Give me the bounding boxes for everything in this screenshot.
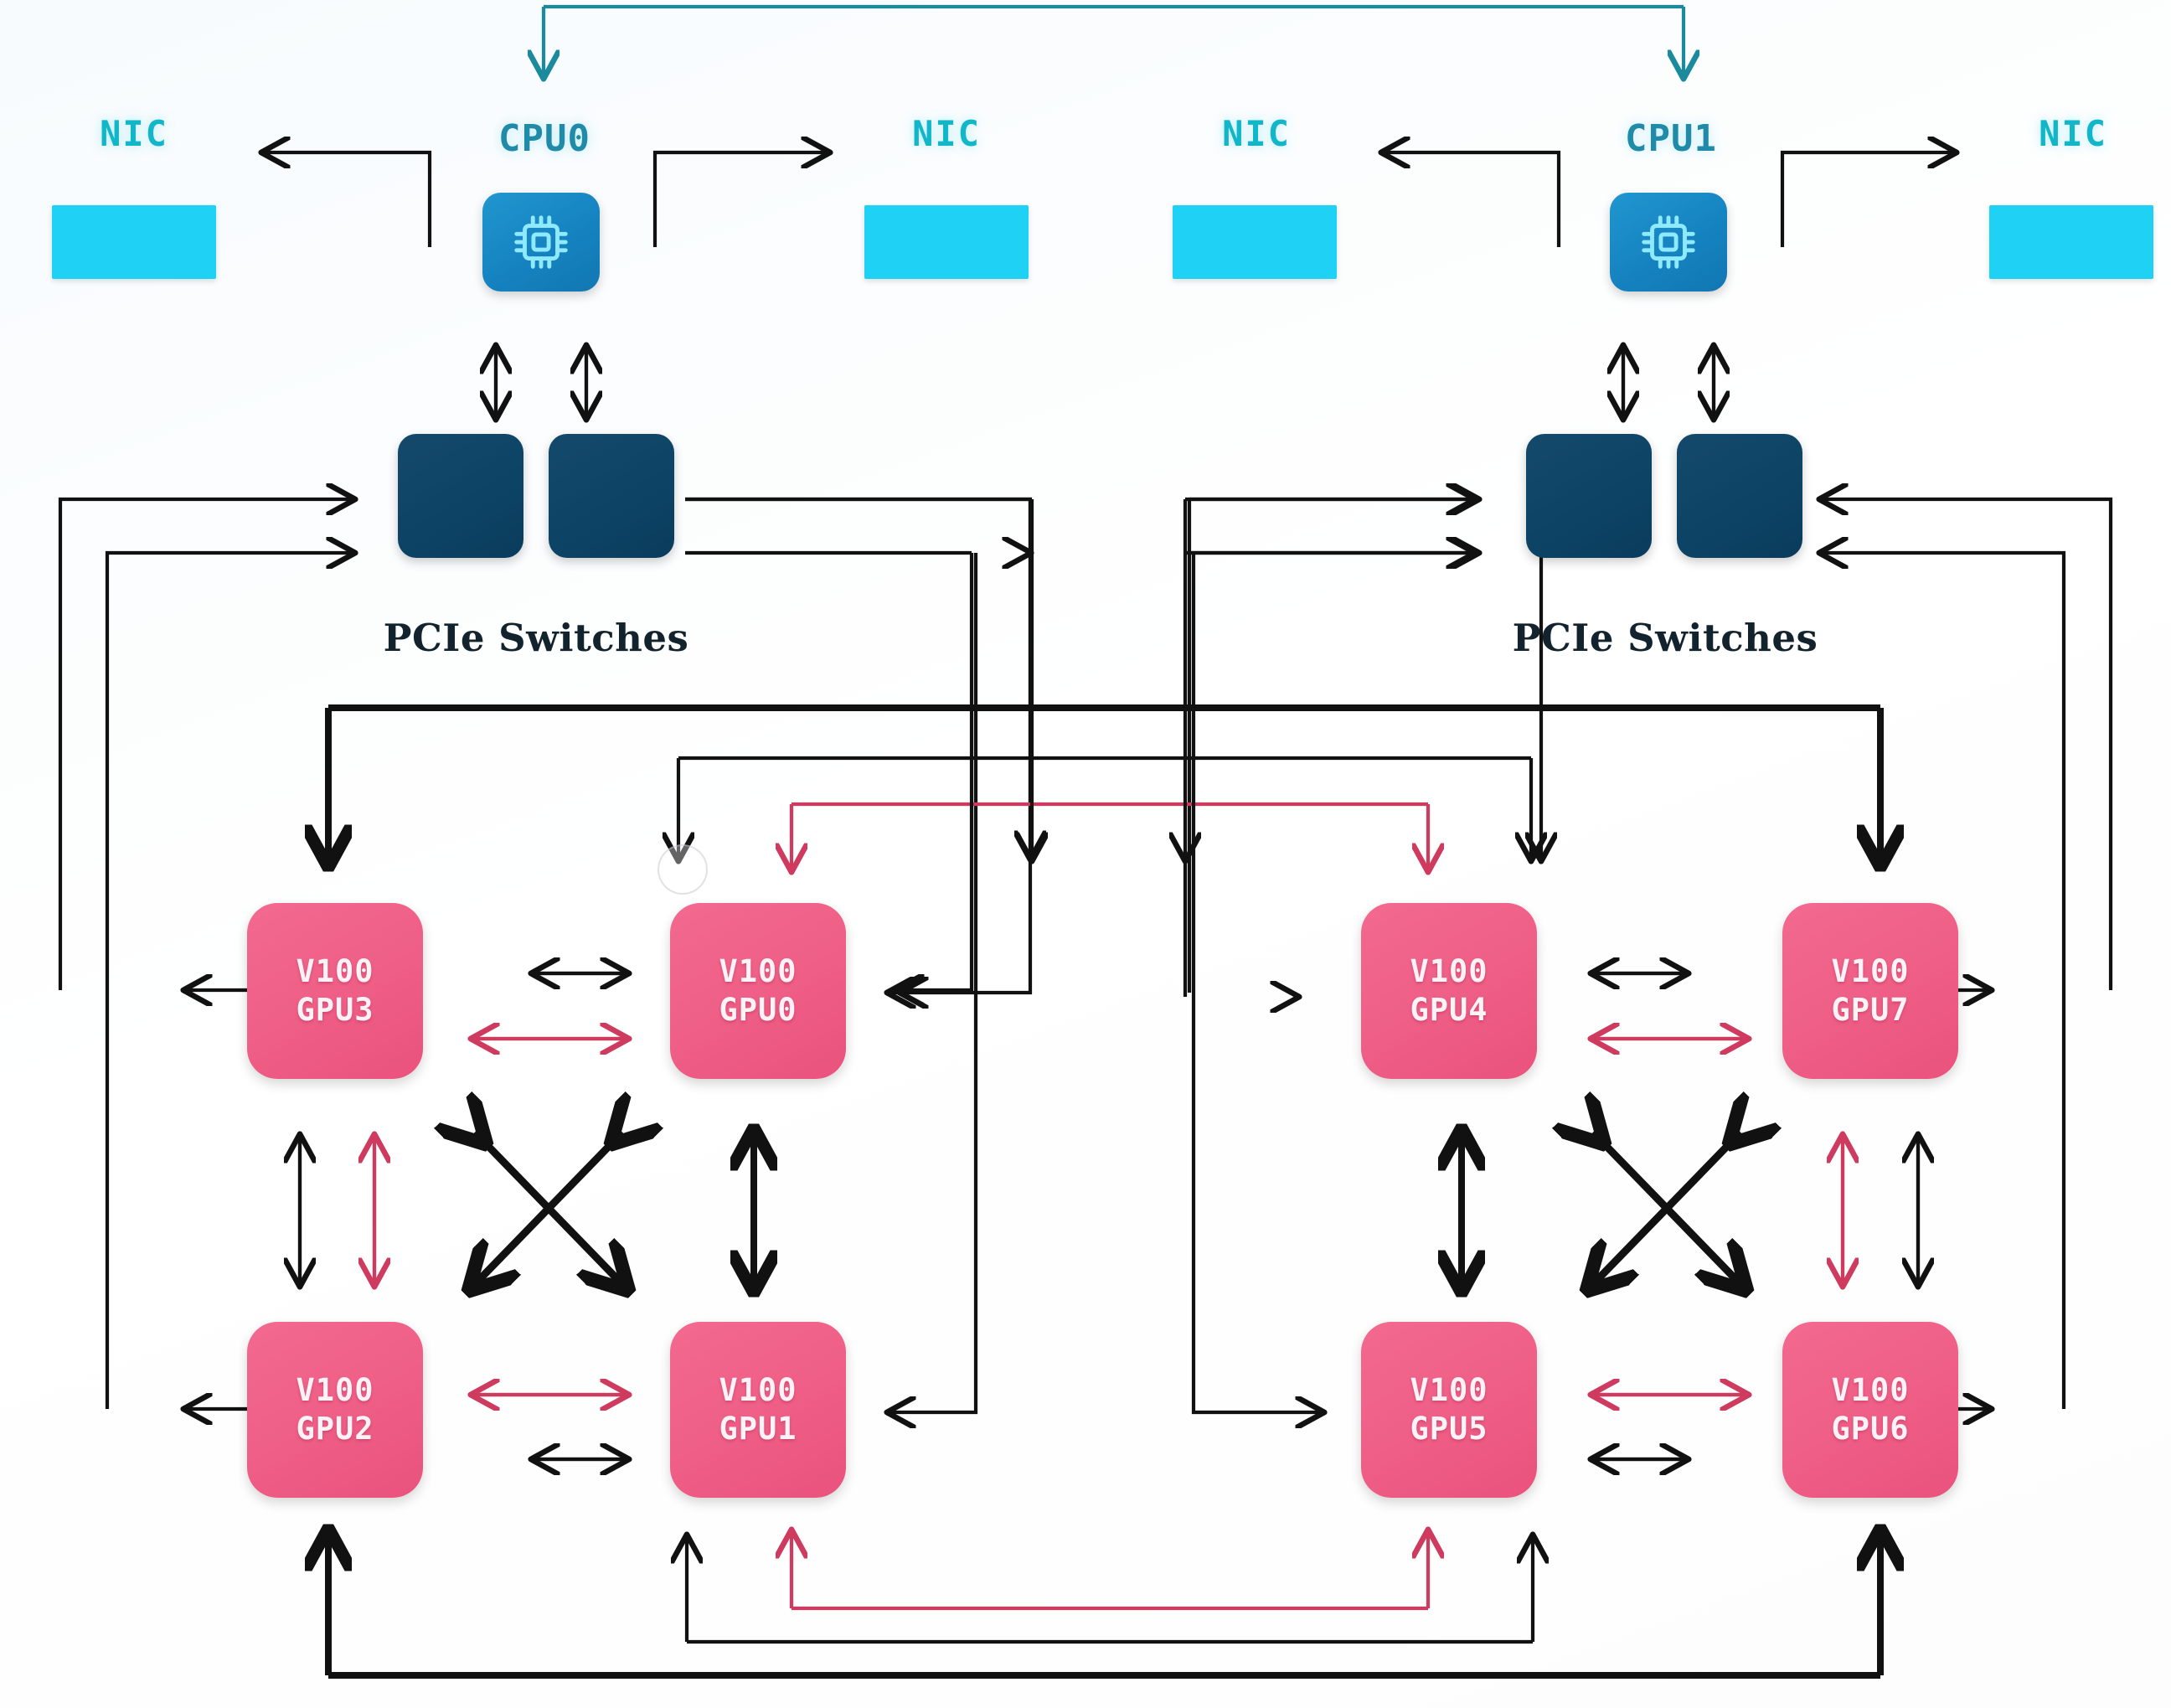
gpu-model: V100 [1410, 1371, 1488, 1408]
gpu-name: GPU3 [296, 992, 374, 1028]
cpu0-to-nic-left [266, 152, 432, 247]
gpu-box-gpu1[interactable]: V100 GPU1 [670, 1322, 846, 1498]
nic-box-2[interactable] [1173, 205, 1337, 279]
pcie-switches-label-right: PCIe Switches [1512, 616, 1818, 660]
gpu-name: GPU7 [1831, 992, 1910, 1028]
pcie-switch-right-0[interactable] [1526, 434, 1652, 558]
nic-box-1[interactable] [864, 205, 1029, 279]
gpu-model: V100 [296, 1371, 374, 1408]
nic-box-3[interactable] [1989, 205, 2153, 279]
nic-label-3: NIC [2039, 113, 2107, 154]
pcie-switch-left-1[interactable] [549, 434, 674, 558]
decorative-circle [657, 844, 708, 895]
gpu-model: V100 [719, 952, 797, 989]
gpu-box-gpu0[interactable]: V100 GPU0 [670, 903, 846, 1079]
cpu-label-1: CPU1 [1625, 117, 1717, 160]
cpu-label-0: CPU0 [498, 117, 590, 160]
gpu-box-gpu5[interactable]: V100 GPU5 [1361, 1322, 1537, 1498]
nic-label-2: NIC [1222, 113, 1291, 154]
gpu-model: V100 [1831, 952, 1910, 989]
gpu-model: V100 [1410, 952, 1488, 989]
gpu-box-gpu6[interactable]: V100 GPU6 [1782, 1322, 1958, 1498]
nic-box-0[interactable] [52, 205, 216, 279]
cpu-chip-icon [1642, 215, 1695, 269]
nic-label-1: NIC [912, 113, 981, 154]
pcie-switch-right-1[interactable] [1677, 434, 1802, 558]
gpu-name: GPU1 [719, 1411, 797, 1447]
gpu-name: GPU0 [719, 992, 797, 1028]
gpu-name: GPU4 [1410, 992, 1488, 1028]
gpu-name: GPU5 [1410, 1411, 1488, 1447]
nic-label-0: NIC [100, 113, 168, 154]
gpu-box-gpu7[interactable]: V100 GPU7 [1782, 903, 1958, 1079]
pcie-switches-label-left: PCIe Switches [383, 616, 689, 660]
cpu1-to-nic-left [1386, 152, 1561, 247]
gpu-box-gpu3[interactable]: V100 GPU3 [247, 903, 423, 1079]
nvlink-paths [374, 802, 1843, 1611]
gpu-model: V100 [1831, 1371, 1910, 1408]
gpu-box-gpu4[interactable]: V100 GPU4 [1361, 903, 1537, 1079]
cpu1-to-nic-right [1780, 152, 1952, 247]
gpu-model: V100 [296, 952, 374, 989]
gpu-box-gpu2[interactable]: V100 GPU2 [247, 1322, 423, 1498]
cpu0-to-nic-right [652, 152, 825, 247]
qpi-link [544, 4, 1684, 74]
gpu-model: V100 [719, 1371, 797, 1408]
pcie-switch-left-0[interactable] [398, 434, 523, 558]
cpu1-chip-icon[interactable] [1610, 193, 1727, 292]
gpu-name: GPU2 [296, 1411, 374, 1447]
cpu-chip-icon [514, 215, 568, 269]
cpu0-chip-icon[interactable] [482, 193, 600, 292]
gpu-name: GPU6 [1831, 1411, 1910, 1447]
